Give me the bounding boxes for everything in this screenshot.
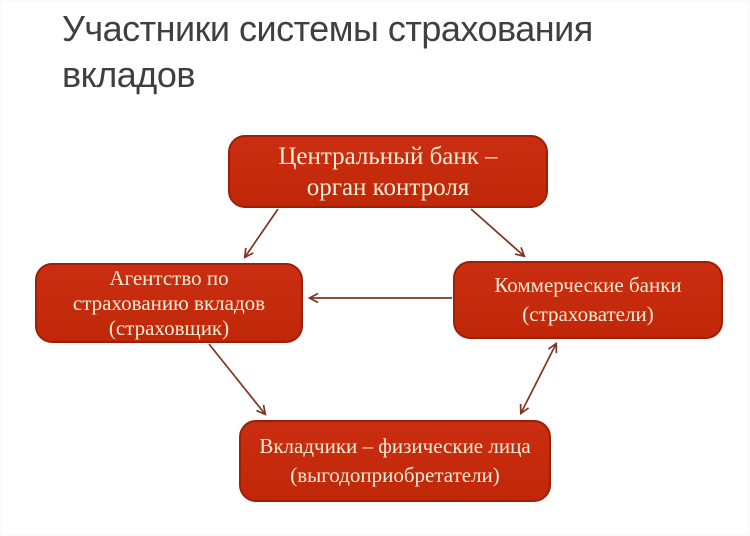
node-depositors-line-1: Вкладчики – физические лица xyxy=(259,434,531,458)
node-agency-line-1: Агентство по xyxy=(109,265,229,290)
node-depositors: Вкладчики – физические лица (выгодоприоб… xyxy=(239,420,551,502)
arrow-central-to-agency xyxy=(243,208,279,259)
node-agency-line-3: (страховщик) xyxy=(108,315,230,340)
arrow-agency-to-depositors xyxy=(208,343,267,416)
node-banks-line-1: Коммерческие банки xyxy=(494,273,682,297)
node-depositors-line-2: (выгодоприобретатели) xyxy=(290,463,500,487)
node-agency-line-2: страхованию вкладов xyxy=(72,290,266,315)
page-title-line-1: Участники системы страхования xyxy=(62,8,593,49)
arrow-banks-depositors-two-way xyxy=(519,341,558,416)
node-deposit-insurance-agency: Агентство по страхованию вкладов (страхо… xyxy=(35,263,303,343)
arrow-central-to-banks xyxy=(470,208,526,258)
node-banks-line-2: (страхователи) xyxy=(522,302,654,326)
node-central-bank-line-2: орган контроля xyxy=(306,173,470,201)
node-central-bank: Центральный банк – орган контроля xyxy=(228,135,548,208)
node-commercial-banks: Коммерческие банки (страхователи) xyxy=(453,261,723,339)
page-title-line-2: вкладов xyxy=(62,54,195,95)
page-title: Участники системы страхования вкладов xyxy=(62,6,702,98)
node-central-bank-line-1: Центральный банк – xyxy=(278,142,498,170)
